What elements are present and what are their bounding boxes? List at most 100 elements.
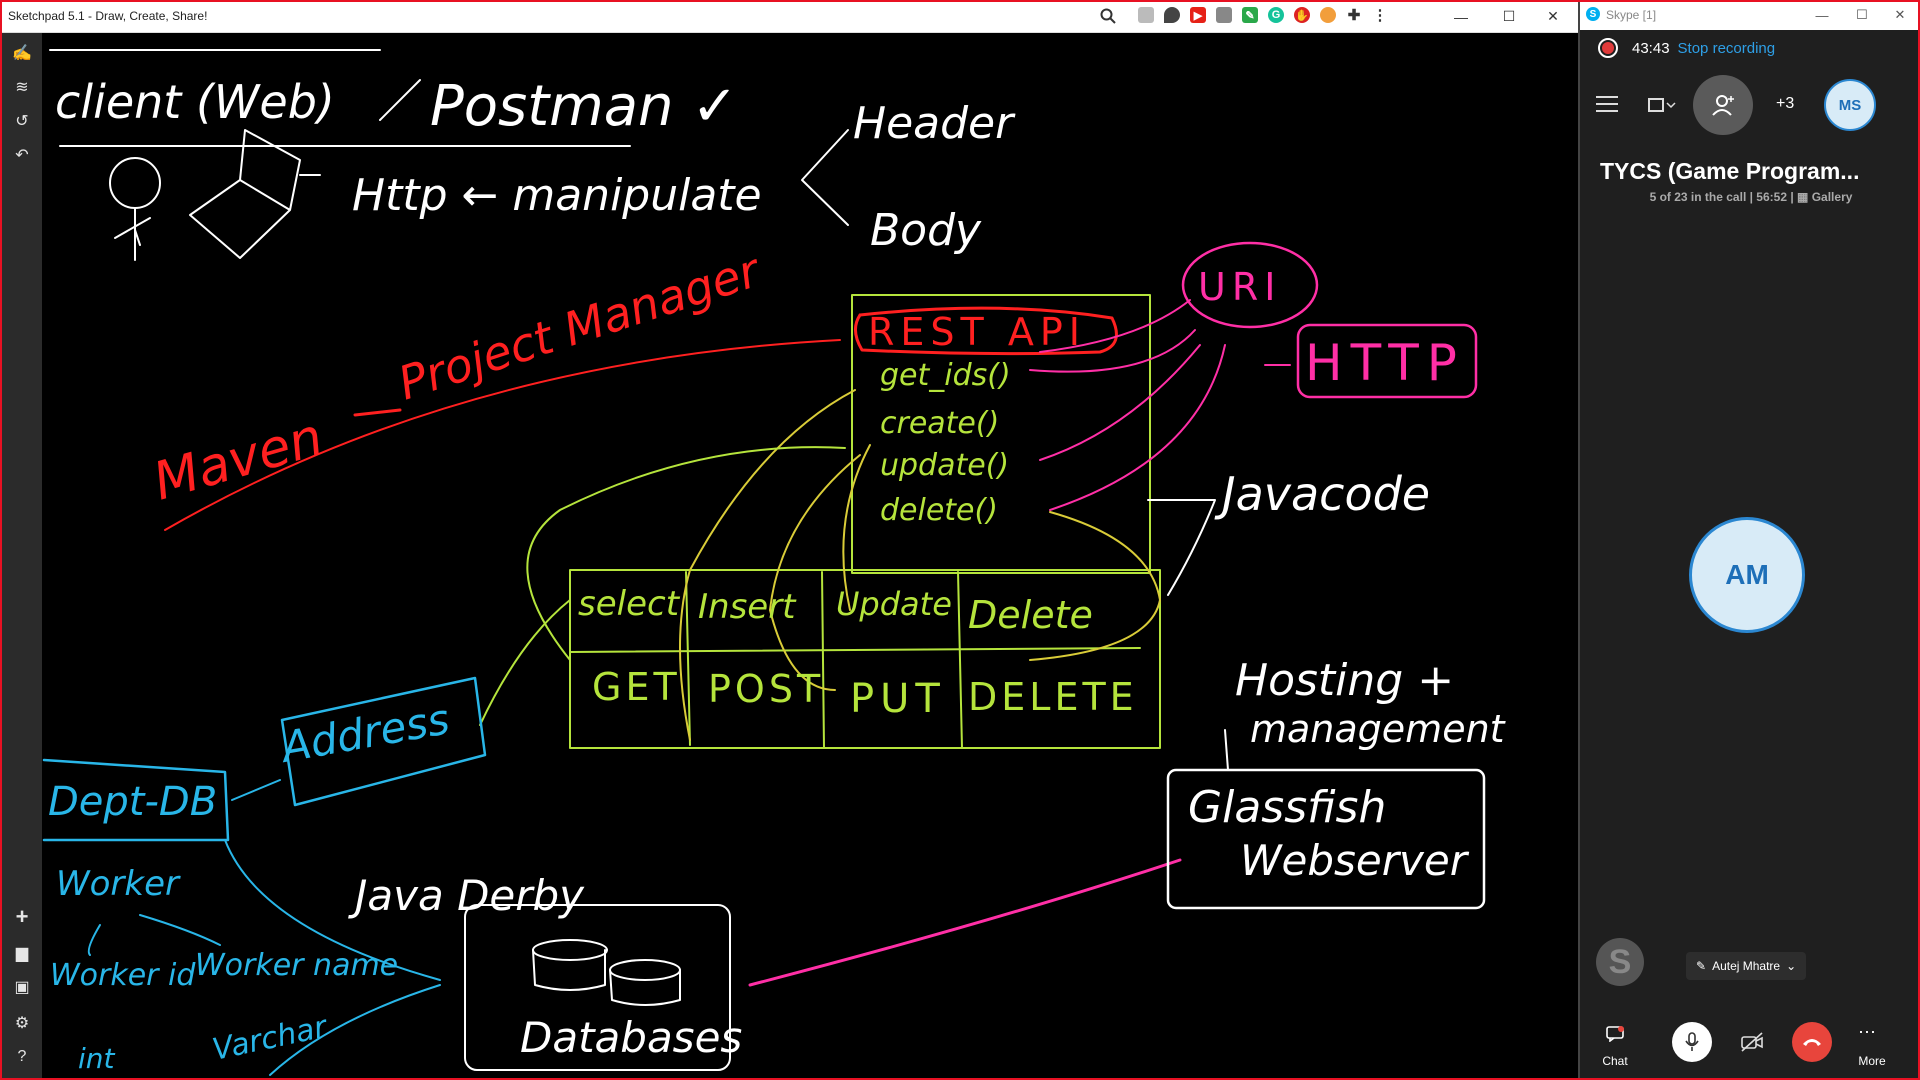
extension-icon[interactable] (1138, 7, 1154, 23)
more-icon[interactable]: ⋯ (1858, 1022, 1876, 1042)
minimize-button[interactable]: — (1815, 7, 1829, 23)
canvas-text-java-derby: Java Derby (348, 871, 585, 920)
canvas-text-http: HTTP (1305, 334, 1465, 392)
canvas-text-delete-col: Delete (968, 593, 1093, 637)
canvas-text-get-ids: get_ids() (880, 358, 1011, 393)
view-switch-icon[interactable] (1646, 95, 1676, 120)
save-icon[interactable]: ▣ (14, 979, 30, 996)
canvas-text-select: select (578, 584, 681, 624)
canvas-text-dept-db: Dept-DB (48, 779, 217, 825)
sketchpad-titlebar: Sketchpad 5.1 - Draw, Create, Share! ▶ ✎… (0, 0, 1578, 33)
history-icon[interactable]: ↺ (15, 113, 29, 130)
skype-logo-icon: S (1586, 7, 1600, 21)
recording-bar: 43:43 Stop recording (1598, 38, 1775, 58)
canvas-text-create: create() (880, 406, 999, 441)
sketchpad-window: Sketchpad 5.1 - Draw, Create, Share! ▶ ✎… (0, 0, 1578, 1080)
canvas-text-project-manager: Project Manager (392, 242, 769, 410)
call-controls: Chat ⋯ More (1580, 1010, 1920, 1080)
canvas-text-glassfish: Glassfish (1188, 782, 1386, 833)
skype-window-title: Skype [1] (1606, 8, 1657, 22)
canvas-text-webserver: Webserver (1240, 836, 1470, 885)
self-video-tile[interactable]: S (1596, 938, 1644, 986)
speaker-avatar[interactable]: AM (1689, 517, 1805, 633)
microphone-button[interactable] (1672, 1022, 1712, 1062)
call-status: 5 of 23 in the call | 56:52 | ▦ Gallery (1580, 190, 1920, 204)
canvas-text-uri: URI (1198, 265, 1281, 309)
canvas-text-maven: Maven (147, 407, 329, 512)
search-icon[interactable] (1100, 8, 1116, 29)
gallery-link[interactable]: Gallery (1811, 190, 1853, 204)
end-call-button[interactable] (1792, 1022, 1832, 1062)
more-label[interactable]: More (1858, 1054, 1886, 1068)
maximize-button[interactable]: ☐ (1502, 8, 1516, 24)
add-icon[interactable]: + (15, 904, 29, 929)
canvas-text-hosting: Hosting + (1235, 655, 1454, 706)
speaker-name-chip[interactable]: ✎ Autej Mhatre ⌄ (1686, 952, 1807, 980)
hamburger-menu-icon[interactable] (1596, 95, 1618, 118)
canvas-text-put: PUT (850, 676, 946, 722)
stop-recording-link[interactable]: Stop recording (1677, 39, 1776, 57)
canvas-text-update: update() (880, 448, 1009, 483)
brush-tools-icon[interactable]: ✍ (12, 45, 32, 62)
folder-icon[interactable]: ▆ (15, 945, 29, 962)
undo-icon[interactable]: ↶ (15, 147, 29, 164)
canvas-text-worker-name: Worker name (195, 948, 398, 983)
minimize-button[interactable]: — (1454, 8, 1468, 25)
map-pin-icon[interactable] (1164, 7, 1180, 23)
close-button[interactable]: ✕ (1894, 7, 1906, 22)
adblock-icon[interactable]: ✋ (1294, 7, 1310, 23)
maximize-button[interactable]: ☐ (1856, 7, 1868, 22)
canvas-text-postman: Postman ✓ (430, 74, 738, 139)
canvas-text-get: GET (592, 665, 681, 709)
gallery-icon[interactable]: ▦ (1797, 190, 1809, 204)
window-title: Sketchpad 5.1 - Draw, Create, Share! (8, 9, 208, 23)
canvas-text-http-manipulate: Http ← manipulate (352, 170, 762, 221)
kebab-menu-icon[interactable]: ⋮ (1372, 7, 1388, 24)
call-name: TYCS (Game Program... (1600, 158, 1860, 184)
close-button[interactable]: ✕ (1547, 8, 1559, 24)
canvas-text-int: int (78, 1042, 116, 1075)
speaker-name: Autej Mhatre (1712, 959, 1781, 973)
screenshot-icon[interactable] (1216, 7, 1232, 23)
youtube-icon[interactable]: ▶ (1190, 7, 1206, 23)
add-participant-button[interactable] (1693, 75, 1753, 135)
canvas-text-post: POST (708, 667, 824, 711)
help-icon[interactable]: ? (17, 1048, 27, 1065)
puzzle-icon[interactable]: ✚ (1347, 7, 1361, 24)
canvas-text-client: client (Web) (55, 75, 335, 129)
mic-icon: ✎ (1696, 959, 1707, 973)
canvas-text-insert: Insert (698, 587, 797, 627)
call-participant-info: 5 of 23 in the call | 56:52 | (1649, 190, 1794, 204)
video-off-button[interactable] (1732, 1022, 1772, 1062)
canvas-text-rest-api: REST API (868, 310, 1086, 354)
skype-window: S Skype [1] — ☐ ✕ 43:43 Stop recording +… (1578, 0, 1920, 1080)
chat-label[interactable]: Chat (1602, 1054, 1628, 1068)
canvas-text-varchar: Varchar (209, 1009, 331, 1068)
canvas-text-body: Body (870, 205, 982, 256)
layers-icon[interactable]: ≋ (15, 79, 29, 96)
canvas-text-management: management (1250, 707, 1507, 751)
chat-icon[interactable] (1606, 1026, 1624, 1047)
canvas-text-delete-verb: DELETE (968, 675, 1138, 719)
canvas-text-javacode: Javacode (1214, 467, 1430, 521)
sketch-toolbar: ✍ ≋ ↺ ↶ + ▆ ▣ ⚙ ? (2, 33, 42, 1078)
canvas-text-delete: delete() (880, 493, 998, 528)
canvas-text-header: Header (853, 98, 1016, 149)
recording-time: 43:43 (1632, 39, 1670, 57)
settings-icon[interactable]: ⚙ (14, 1015, 30, 1032)
skype-titlebar: S Skype [1] — ☐ ✕ (1580, 0, 1920, 30)
chevron-down-icon: ⌄ (1786, 959, 1797, 973)
canvas-text-databases: Databases (520, 1013, 742, 1062)
user-avatar[interactable]: MS (1824, 79, 1876, 131)
recording-icon (1598, 38, 1618, 58)
canvas-text-worker-id: Worker id (50, 958, 196, 993)
grammarly-icon[interactable]: G (1268, 7, 1284, 23)
canvas-text-address: Address (275, 694, 453, 772)
canvas-text-worker: Worker (56, 864, 181, 904)
call-toolbar: +3 MS (1580, 75, 1920, 135)
more-participants-count[interactable]: +3 (1776, 95, 1795, 112)
honey-icon[interactable] (1320, 7, 1336, 23)
canvas-text-update-col: Update (836, 585, 952, 623)
pen-icon[interactable]: ✎ (1242, 7, 1258, 23)
drawing-canvas[interactable]: client (Web) Postman ✓ Header Http ← man… (42, 33, 1578, 1078)
